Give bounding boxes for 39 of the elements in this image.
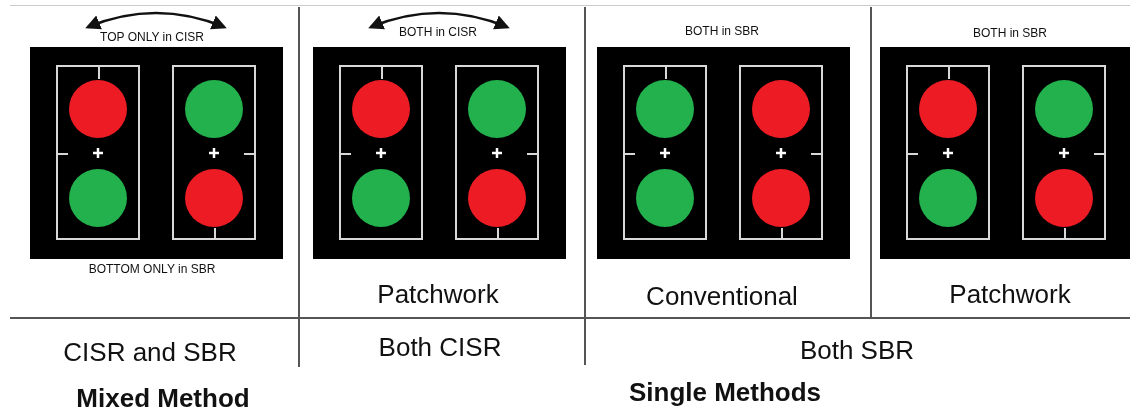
group-heading: Single Methods (628, 377, 822, 407)
caption-text: TOP ONLY in CISR (100, 31, 204, 45)
circle-marker (185, 169, 243, 227)
double-headed-arrow (368, 11, 510, 30)
circle-marker (69, 80, 127, 138)
frame-box (172, 65, 256, 240)
circle-marker (352, 169, 410, 227)
frame-box (56, 65, 140, 240)
circle-marker (919, 169, 977, 227)
circle-marker (468, 80, 526, 138)
circle-marker (185, 80, 243, 138)
double-headed-arrow (85, 11, 227, 30)
caption-text: BOTH in SBR (685, 25, 759, 39)
caption-text: BOTH in CISR (399, 26, 477, 40)
circle-marker (636, 169, 694, 227)
caption-text: BOTH in SBR (973, 27, 1047, 41)
circle-marker (636, 80, 694, 138)
frame-box (623, 65, 707, 240)
method-label: Patchwork (949, 279, 1071, 309)
circle-marker (468, 169, 526, 227)
method-label: Conventional (646, 281, 798, 311)
circle-marker (1035, 169, 1093, 227)
circle-marker (352, 80, 410, 138)
group-heading: Mixed Method (76, 383, 250, 413)
caption-text: BOTTOM ONLY in SBR (88, 263, 216, 277)
category-label: Both SBR (799, 335, 915, 365)
circle-marker (752, 169, 810, 227)
circle-marker (69, 169, 127, 227)
circle-marker (919, 80, 977, 138)
method-label: Patchwork (377, 279, 499, 309)
circle-marker (1035, 80, 1093, 138)
frame-box (455, 65, 539, 240)
frame-box (1022, 65, 1106, 240)
category-label: Both CISR (378, 332, 502, 362)
frame-box (906, 65, 990, 240)
frame-box (739, 65, 823, 240)
circle-marker (752, 80, 810, 138)
category-label: CISR and SBR (63, 337, 237, 367)
frame-box (339, 65, 423, 240)
